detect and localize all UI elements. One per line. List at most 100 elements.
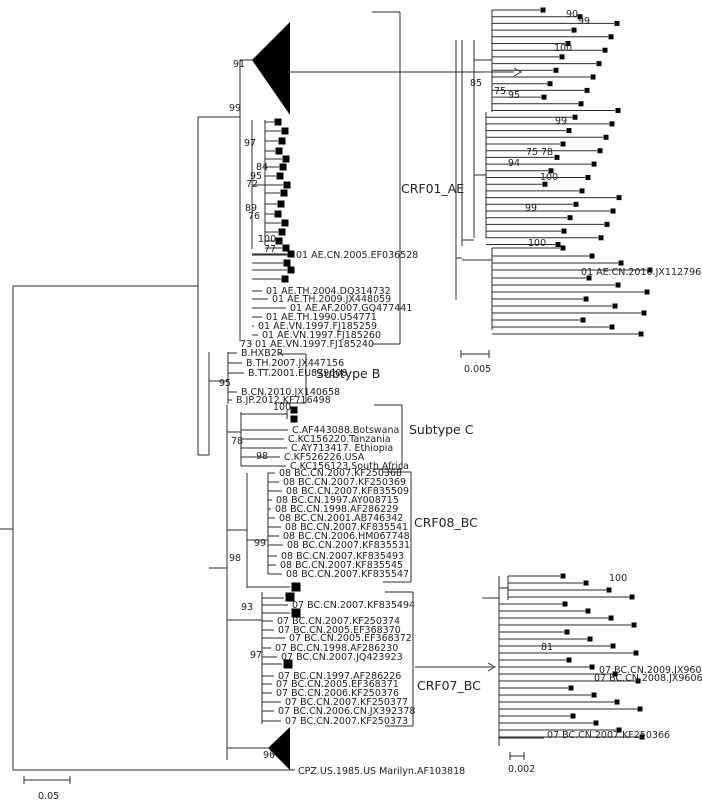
sequence-marker-square bbox=[278, 228, 286, 236]
sequence-marker-square bbox=[603, 134, 609, 140]
tip-label: 08 BC.CN.2006.HM067748 bbox=[283, 531, 410, 542]
tip-label: 01 AE.VN.1997.FJ185240 bbox=[255, 339, 374, 350]
sequence-marker-square bbox=[275, 237, 283, 245]
sequence-marker-square bbox=[638, 331, 644, 337]
sequence-marker-square bbox=[572, 114, 578, 120]
inset-bootstrap-label: 100 bbox=[540, 172, 558, 183]
tip-label: 01 AE.AF.2007.GQ477441 bbox=[290, 303, 412, 314]
sequence-marker-square bbox=[578, 101, 584, 107]
bootstrap-label: 98 bbox=[256, 451, 268, 462]
tip-label: C.AF443088.Botswana bbox=[292, 425, 399, 436]
sequence-marker-square bbox=[609, 324, 615, 330]
sequence-marker-square bbox=[608, 615, 614, 621]
sequence-marker-square bbox=[584, 87, 590, 93]
sequence-marker-square bbox=[283, 659, 293, 669]
clade-label-crf07: CRF07_BC bbox=[417, 678, 481, 693]
sequence-marker-square bbox=[608, 34, 614, 40]
sequence-marker-square bbox=[564, 629, 570, 635]
sequence-marker-square bbox=[591, 692, 597, 698]
bootstrap-label: 100 bbox=[258, 234, 276, 245]
sequence-marker-square bbox=[278, 137, 286, 145]
tip-label: 01 AE.CN.2005.EF036528 bbox=[296, 250, 418, 261]
inset-scale-bar-label: 0.002 bbox=[508, 764, 535, 775]
sequence-marker-square bbox=[285, 592, 295, 602]
sequence-marker-square bbox=[589, 664, 595, 670]
clade-label-crf08: CRF08_BC bbox=[414, 515, 478, 530]
sequence-marker-square bbox=[276, 172, 284, 180]
sequence-marker-square bbox=[585, 175, 591, 180]
sequence-marker-square bbox=[274, 118, 282, 126]
bootstrap-label: 76 bbox=[248, 211, 260, 222]
bootstrap-label: 99 bbox=[254, 538, 266, 549]
sequence-marker-square bbox=[615, 108, 621, 113]
sequence-marker-square bbox=[566, 657, 572, 663]
sequence-marker-square bbox=[612, 303, 618, 309]
bootstrap-label: 73 bbox=[240, 339, 252, 350]
sequence-marker-square bbox=[561, 228, 567, 234]
sequence-marker-square bbox=[291, 608, 301, 618]
tip-label: 08 BC.CN.1998.AF286229 bbox=[275, 504, 398, 515]
sequence-marker-square bbox=[559, 54, 565, 60]
bootstrap-label: 91 bbox=[233, 59, 245, 70]
sequence-marker-square bbox=[577, 14, 583, 20]
sequence-marker-square bbox=[633, 650, 639, 656]
sequence-marker-square bbox=[615, 282, 621, 288]
tip-label: C.KC156123.South Africa bbox=[290, 461, 409, 472]
sequence-marker-square bbox=[568, 685, 574, 691]
bootstrap-label: 95 bbox=[219, 378, 231, 389]
tip-label: B.CN.2010.JX140658 bbox=[241, 387, 340, 398]
outgroup-tip-label: CPZ.US.1985.US Marilyn.AF103818 bbox=[298, 766, 465, 777]
sequence-marker-square bbox=[602, 47, 608, 53]
sequence-marker-square bbox=[590, 74, 596, 80]
tip-label: 01 AE.TH.2009.JX448059 bbox=[272, 294, 391, 305]
tip-label: 08 BC.CN.2007.KF835509 bbox=[286, 486, 409, 497]
sequence-marker-square bbox=[566, 128, 572, 134]
sequence-marker-square bbox=[598, 235, 604, 241]
sequence-marker-square bbox=[573, 201, 579, 207]
inset-bootstrap-label: 95 bbox=[508, 90, 520, 101]
sequence-marker-square bbox=[560, 245, 566, 251]
clade-label-subtype-b: Subtype B bbox=[316, 366, 380, 381]
inset-bootstrap-label: 99 bbox=[525, 203, 537, 214]
sequence-marker-square bbox=[644, 289, 650, 295]
sequence-marker-square bbox=[275, 147, 283, 155]
sequence-marker-square bbox=[647, 267, 653, 273]
bootstrap-label: 89 bbox=[245, 203, 257, 214]
sequence-marker-square bbox=[290, 415, 298, 423]
tip-label: 07 BC.CN.2007.KF250374 bbox=[277, 616, 400, 627]
tip-label: 01 AE.TH.1990.U54771 bbox=[266, 312, 377, 323]
bootstrap-label: 98 bbox=[229, 553, 241, 564]
tip-label: 08 BC.CN.2001.AB746342 bbox=[279, 513, 403, 524]
inset-bootstrap-label: 99 bbox=[555, 116, 567, 127]
tip-label: 07 BC.CN.1998.AF286230 bbox=[275, 643, 398, 654]
sequence-marker-square bbox=[571, 27, 577, 33]
sequence-marker-square bbox=[597, 148, 603, 154]
sequence-marker-square bbox=[614, 699, 620, 705]
sequence-marker-square bbox=[618, 260, 624, 266]
sequence-marker-square bbox=[281, 275, 289, 283]
tip-label: 01 AE.VN.1997.FJ185260 bbox=[262, 330, 381, 341]
bootstrap-label: 84 bbox=[256, 162, 268, 173]
sequence-marker-square bbox=[547, 81, 553, 87]
sequence-marker-square bbox=[567, 215, 573, 221]
sequence-marker-square bbox=[596, 61, 602, 67]
arrowhead bbox=[487, 662, 497, 672]
inset-bootstrap-label: 100 bbox=[609, 573, 627, 584]
inset-tip-label: 01 AE.CN.2010.JX112796 bbox=[581, 267, 701, 278]
sequence-marker-square bbox=[280, 189, 288, 197]
sequence-marker-square bbox=[609, 121, 615, 127]
sequence-marker-square bbox=[610, 643, 616, 649]
sequence-marker-square bbox=[639, 734, 645, 740]
bootstrap-label: 95 bbox=[250, 171, 262, 182]
clade-label-subtype-c: Subtype C bbox=[409, 422, 474, 437]
inset-bootstrap-label: 100 bbox=[528, 238, 546, 249]
sequence-marker-square bbox=[591, 161, 597, 167]
inset-bootstrap-label: 90 bbox=[566, 9, 578, 20]
sequence-marker-square bbox=[586, 275, 592, 281]
tip-label: 07 BC.CN.2006.KF250376 bbox=[276, 688, 399, 699]
sequence-marker-square bbox=[281, 127, 289, 135]
sequence-marker-square bbox=[589, 253, 595, 259]
sequence-marker-square bbox=[637, 706, 643, 712]
tip-label: 08 BC.CN.2007.KF835547 bbox=[286, 569, 409, 580]
bootstrap-label: 77 bbox=[264, 244, 276, 255]
